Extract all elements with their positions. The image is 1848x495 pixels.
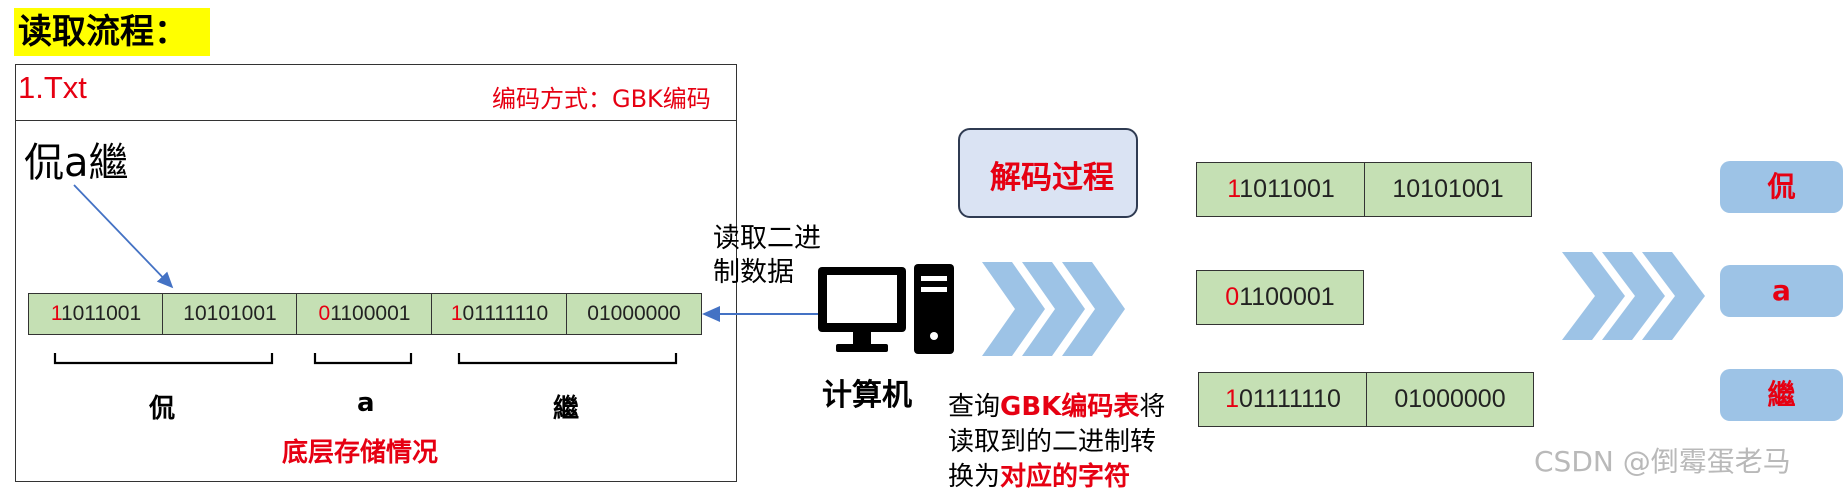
page-title: 读取流程： <box>14 8 210 56</box>
output-char-3: 繼 <box>1720 369 1843 421</box>
output-char-2: a <box>1720 265 1843 317</box>
brace-label-3: 繼 <box>553 394 580 424</box>
brace-1 <box>53 353 274 365</box>
encoding-label: 编码方式：GBK编码 <box>492 85 711 113</box>
brace-label-1: 侃 <box>149 394 176 424</box>
chevron-arrows-1 <box>982 262 1125 356</box>
decoded-row2-byte1: 01100001 <box>1196 270 1364 325</box>
file-panel <box>15 64 737 482</box>
computer-icon <box>818 264 954 354</box>
decoded-row1-byte1: 11011001 <box>1196 162 1366 217</box>
decoded-row3-byte1: 101111110 <box>1198 372 1368 427</box>
decoded-row3-byte2: 01000000 <box>1366 372 1534 427</box>
chevron-arrows-2 <box>1562 252 1705 340</box>
content-pointer-arrow <box>73 184 174 289</box>
output-char-1: 侃 <box>1720 161 1843 213</box>
storage-byte-3: 01100001 <box>296 293 433 335</box>
decode-process-box <box>958 128 1138 218</box>
storage-byte-5: 01000000 <box>566 293 702 335</box>
watermark: CSDN @倒霉蛋老马 <box>1534 445 1791 478</box>
computer-label: 计算机 <box>822 378 912 413</box>
file-content-text: 侃a繼 <box>24 140 129 186</box>
storage-caption: 底层存储情况 <box>282 438 439 468</box>
file-name: 1.Txt <box>18 70 87 105</box>
lookup-description: 查询GBK编码表将 读取到的二进制转 换为对应的字符 <box>948 392 1166 492</box>
brace-2 <box>313 353 413 365</box>
brace-3 <box>457 353 678 365</box>
storage-byte-2: 10101001 <box>162 293 298 335</box>
decode-process-label: 解码过程 <box>990 160 1114 196</box>
read-binary-label: 读取二进 制数据 <box>713 223 821 288</box>
brace-label-2: a <box>357 388 375 418</box>
decoded-row1-byte2: 10101001 <box>1364 162 1532 217</box>
file-header <box>15 64 737 121</box>
storage-byte-1: 11011001 <box>28 293 164 335</box>
